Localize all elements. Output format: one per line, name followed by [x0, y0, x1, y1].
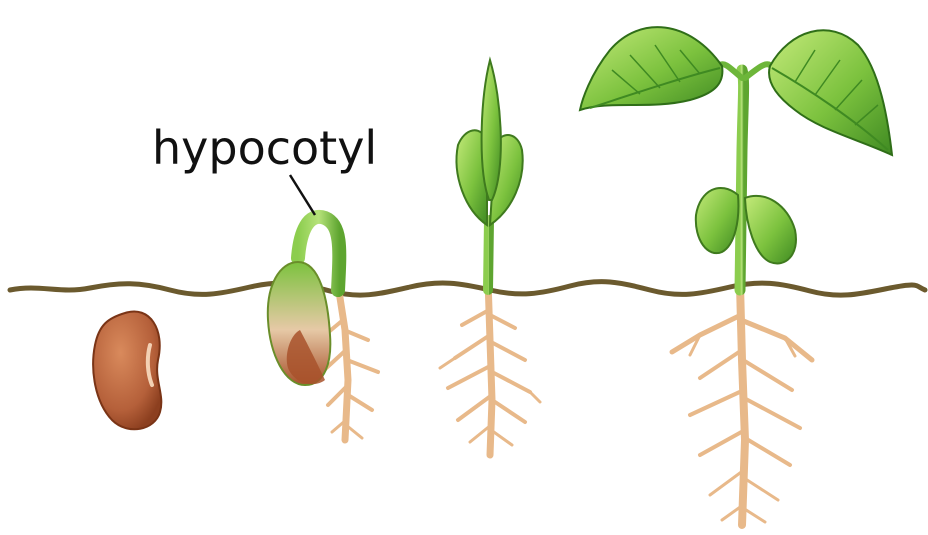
mature-seedling-leaf-left: [580, 27, 722, 110]
young-seedling-stem: [488, 220, 489, 290]
seed: [93, 311, 161, 429]
young-seedling: [440, 60, 540, 455]
mature-seedling-cotyledon-right: [745, 196, 796, 264]
mature-seedling-roots: [672, 285, 812, 525]
hook-seedling: [268, 217, 378, 440]
mature-seedling-cotyledon-left: [696, 188, 739, 253]
mature-seedling: [580, 27, 892, 525]
hook-seedling-roots: [322, 285, 378, 440]
hypocotyl-callout: hypocotyl: [152, 121, 377, 215]
young-seedling-roots: [440, 280, 540, 455]
bean-seed: [93, 311, 161, 429]
hypocotyl-label: hypocotyl: [152, 121, 377, 175]
mature-seedling-stem: [740, 70, 744, 290]
young-seedling-bud: [482, 60, 501, 200]
soil-line: [10, 282, 925, 296]
hypocotyl-leader-line: [290, 175, 315, 215]
